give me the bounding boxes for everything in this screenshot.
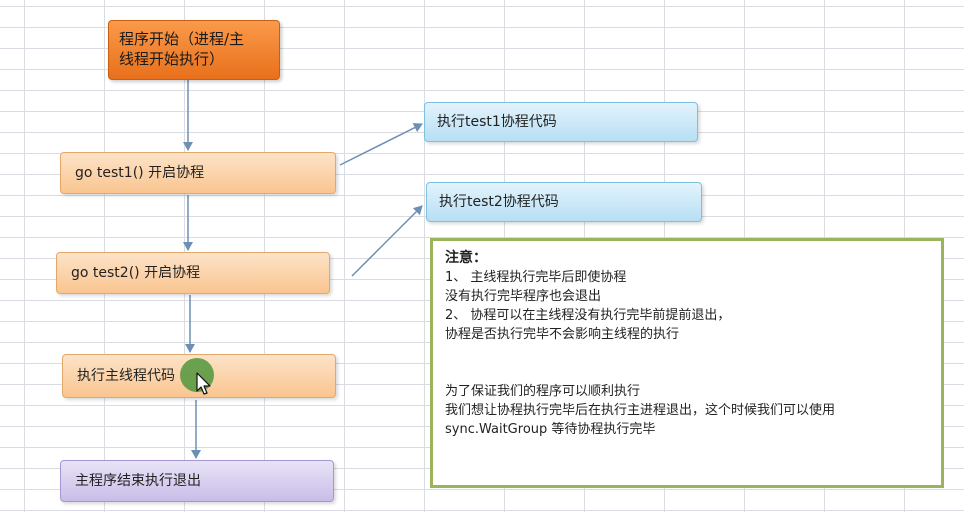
note-line-6: 我们想让协程执行完毕后在执行主进程退出，这个时候我们可以使用 <box>445 403 836 418</box>
note-line-7: sync.WaitGroup 等待协程执行完毕 <box>445 422 656 437</box>
note-box: 注意： 1、 主线程执行完毕后即使协程 没有执行完毕程序也会退出 2、 协程可以… <box>430 238 944 488</box>
pointer-cursor-icon <box>196 372 211 395</box>
exec-test1-node: 执行test1协程代码 <box>424 102 698 142</box>
go-test2-node: go test2() 开启协程 <box>56 252 330 294</box>
note-title: 注意： <box>445 250 487 266</box>
exec-test1-label: 执行test1协程代码 <box>437 114 557 130</box>
exec-test2-node: 执行test2协程代码 <box>426 182 702 222</box>
go-test2-label: go test2() 开启协程 <box>71 265 201 281</box>
start-node: 程序开始（进程/主 线程开始执行） <box>108 20 280 80</box>
main-code-label: 执行主线程代码 <box>77 368 175 384</box>
note-spacer <box>445 344 929 382</box>
note-line-3: 2、 协程可以在主线程没有执行完毕前提前退出， <box>445 308 731 323</box>
start-node-line1: 程序开始（进程/主 <box>119 30 245 48</box>
note-line-1: 1、 主线程执行完毕后即使协程 <box>445 270 627 285</box>
end-node-label: 主程序结束执行退出 <box>75 473 201 489</box>
start-node-line2: 线程开始执行） <box>119 50 225 68</box>
arrow-test1-to-exec <box>339 123 423 166</box>
note-line-2: 没有执行完毕程序也会退出 <box>445 289 602 304</box>
go-test1-label: go test1() 开启协程 <box>75 165 205 181</box>
arrow-test2-to-exec <box>351 205 423 277</box>
note-line-5: 为了保证我们的程序可以顺利执行 <box>445 384 641 399</box>
note-line-4: 协程是否执行完毕不会影响主线程的执行 <box>445 327 680 342</box>
go-test1-node: go test1() 开启协程 <box>60 152 336 194</box>
end-node: 主程序结束执行退出 <box>60 460 334 502</box>
exec-test2-label: 执行test2协程代码 <box>439 194 559 210</box>
